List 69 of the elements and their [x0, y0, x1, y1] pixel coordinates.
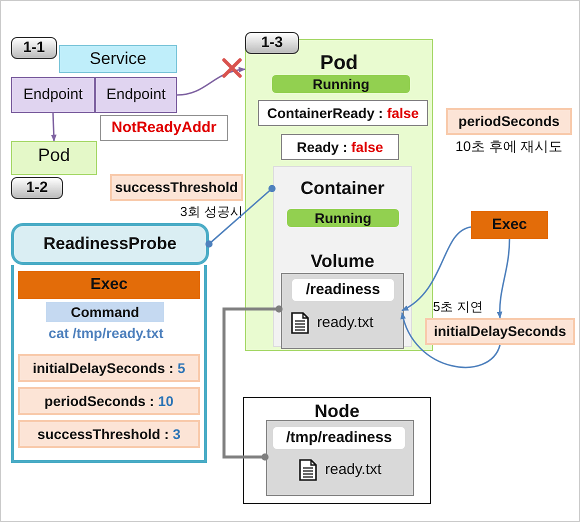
probe-title: ReadinessProbe [43, 233, 177, 256]
volume-title: Volume [310, 250, 376, 273]
service-label: Service [90, 48, 146, 70]
parameter-box [425, 318, 575, 345]
exec-box [471, 211, 548, 239]
status-label: Running [314, 208, 372, 228]
parameter-label: periodSeconds : 10 [44, 392, 174, 411]
connector [401, 312, 501, 368]
node-box [243, 397, 431, 504]
parameter-label: initialDelaySeconds : 5 [32, 358, 186, 378]
file-name: ready.txt [317, 313, 374, 333]
pod-label: Pod [38, 144, 70, 167]
path-label: /readiness [306, 280, 380, 300]
condition-note: 3회 성공시 [179, 203, 243, 221]
parameter-box [18, 354, 200, 382]
parameter-label: successThreshold : 3 [37, 424, 181, 444]
step-number: 1-2 [26, 178, 48, 198]
path-box [273, 427, 405, 449]
service-box [59, 45, 177, 73]
endpoint-label: Endpoint [106, 84, 166, 105]
endpoint-box [95, 77, 177, 113]
container-box [273, 166, 412, 347]
directory-box [266, 420, 414, 496]
parameter-box [446, 108, 572, 135]
path-label: /tmp/readiness [286, 428, 392, 448]
connector [401, 226, 472, 312]
step-badge [11, 37, 57, 59]
connector [50, 112, 57, 142]
condition-box [258, 100, 428, 126]
file-name: ready.txt [325, 460, 382, 480]
parameter-box [110, 174, 243, 201]
command-bar [46, 302, 164, 322]
condition-box [281, 134, 399, 160]
step-badge [245, 32, 299, 54]
command-label: Command [70, 302, 140, 322]
status-label: NotReadyAddr [111, 118, 216, 138]
retry-note: 10초 후에 재시도 [454, 137, 564, 156]
step-badge [11, 177, 63, 199]
condition-label: Ready : false [296, 138, 384, 157]
step-number: 1-1 [23, 38, 45, 58]
pod-title: Pod [320, 51, 358, 76]
connector [496, 238, 510, 319]
parameter-label: successThreshold [115, 178, 238, 197]
status-box [100, 115, 228, 141]
status-bar [287, 209, 399, 227]
endpoint-box [11, 77, 95, 113]
status-bar [272, 75, 410, 93]
connector [222, 305, 283, 461]
command-text: cat /tmp/ready.txt [48, 324, 164, 343]
parameter-label: periodSeconds [458, 112, 560, 131]
container-title: Container [300, 177, 384, 200]
connector [205, 184, 276, 248]
probe-header [11, 223, 209, 265]
probe-panel [11, 265, 207, 463]
pod-box [11, 141, 97, 175]
delay-note: 5초 지연 [433, 298, 484, 316]
parameter-box [18, 387, 200, 415]
status-label: Running [312, 74, 370, 94]
endpoint-label: Endpoint [23, 84, 83, 105]
path-box [292, 279, 394, 301]
exec-bar [18, 271, 200, 299]
parameter-label: initialDelaySeconds [434, 322, 566, 341]
connector [176, 67, 246, 96]
exec-label: Exec [492, 214, 528, 235]
parameter-box [18, 420, 200, 448]
exec-label: Exec [90, 275, 128, 295]
step-number: 1-3 [261, 33, 283, 53]
node-title: Node [314, 400, 360, 423]
condition-label: ContainerReady : false [267, 104, 419, 123]
